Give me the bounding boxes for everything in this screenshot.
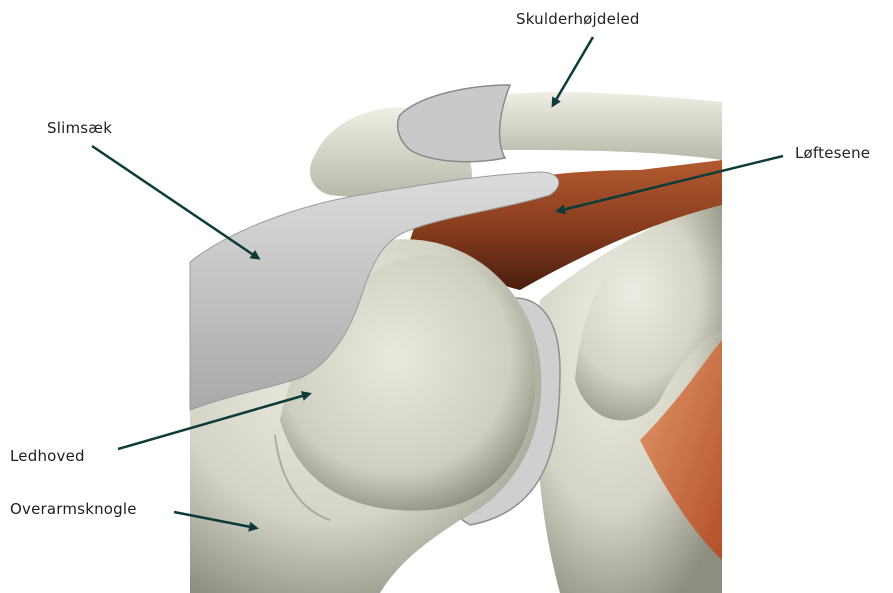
clavicle: [500, 92, 722, 160]
label-humerus: Overarmsknogle: [10, 500, 137, 518]
label-bursa: Slimsæk: [47, 119, 112, 137]
label-acromioclavicular: Skulderhøjdeled: [516, 10, 640, 28]
label-rotator-cuff: Løftesene: [795, 144, 870, 162]
arrow-bursa: [92, 146, 258, 258]
label-humeral-head: Ledhoved: [10, 447, 85, 465]
ac-joint-cartilage: [398, 85, 510, 162]
